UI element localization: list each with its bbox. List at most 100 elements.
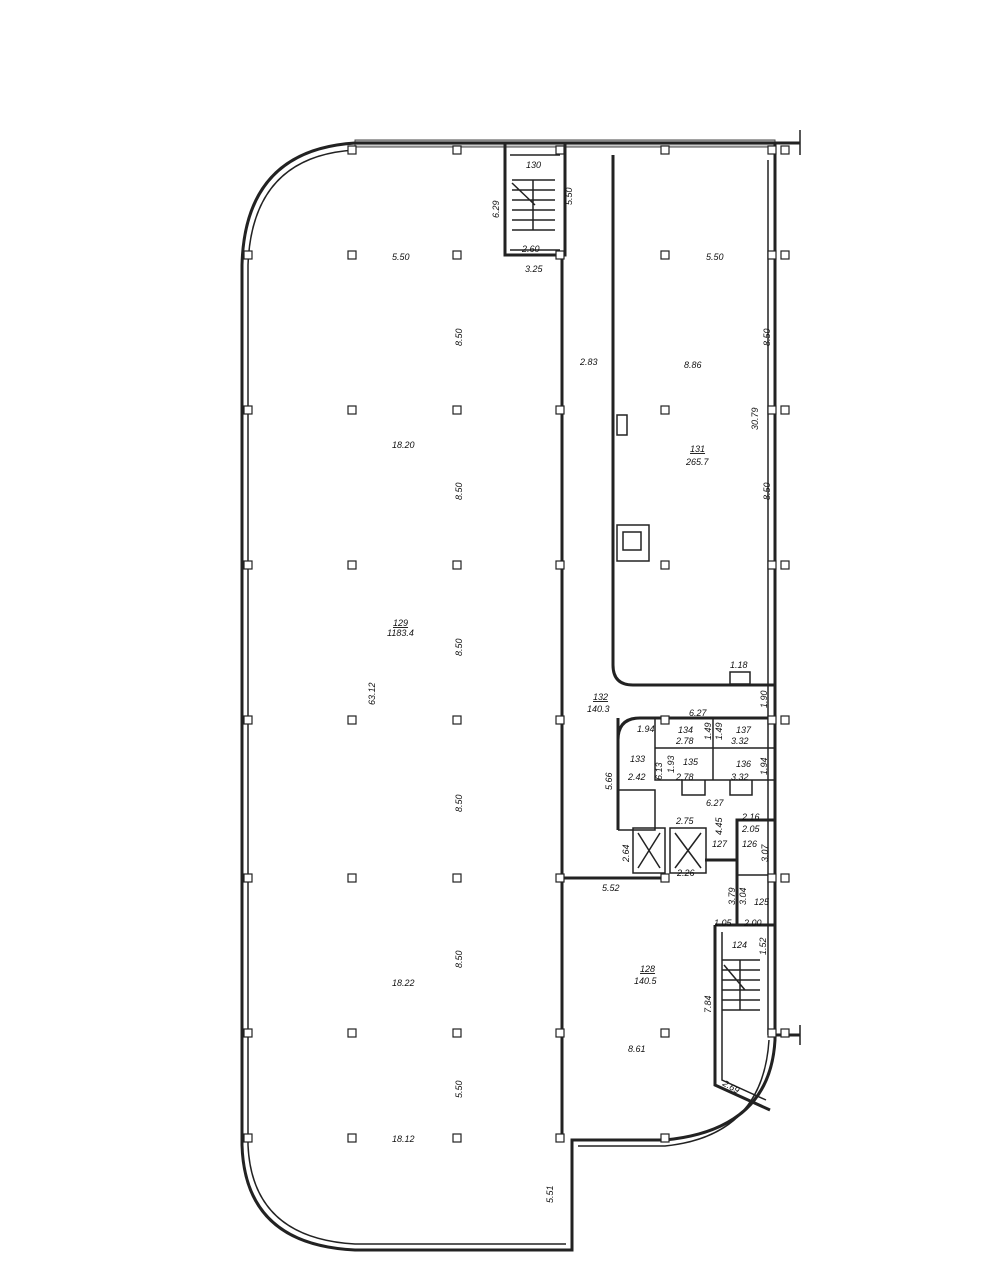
- dim: 6.27: [706, 798, 725, 808]
- dim: 2.83: [579, 357, 598, 367]
- column: [660, 715, 670, 725]
- dim: 5.50: [392, 252, 410, 262]
- dim: 18.12: [392, 1134, 415, 1144]
- dim: 5.66: [604, 772, 614, 790]
- column: [347, 1133, 357, 1143]
- column: [780, 145, 790, 155]
- room-125-number: 125: [754, 897, 770, 907]
- facade-column: [767, 560, 777, 570]
- room-137-number: 137: [736, 725, 752, 735]
- column: [660, 250, 670, 260]
- dim: 3.32: [731, 772, 749, 782]
- room-130-number: 130: [526, 160, 541, 170]
- facade-column: [767, 1028, 777, 1038]
- column: [660, 1028, 670, 1038]
- column: [660, 873, 670, 883]
- dim: 7.84: [703, 995, 713, 1013]
- dim: 3.25: [525, 264, 544, 274]
- dim: 6.27: [689, 708, 708, 718]
- dim: 8.50: [454, 482, 464, 500]
- dim: 5.51: [545, 1185, 555, 1203]
- facade-column: [243, 1028, 253, 1038]
- facade-column: [243, 1133, 253, 1143]
- column: [555, 405, 565, 415]
- room-124-number: 124: [732, 940, 747, 950]
- dim: 2.78: [675, 772, 694, 782]
- dim: 8.50: [454, 328, 464, 346]
- dim: 3.32: [731, 736, 749, 746]
- dim: 1.52: [758, 937, 768, 955]
- dim: 6.13: [654, 762, 664, 780]
- column: [555, 560, 565, 570]
- facade-column: [243, 560, 253, 570]
- dim: 1.90: [759, 690, 769, 708]
- dim: 4.45: [714, 816, 724, 835]
- dim: 6.29: [491, 200, 501, 218]
- dim: 63.12: [367, 682, 377, 705]
- dim: 2.60: [521, 244, 540, 254]
- column: [555, 1133, 565, 1143]
- column: [780, 405, 790, 415]
- dimension-labels: 6.29 5.50 2.60 3.25 5.50 5.50 8.50 8.50 …: [367, 187, 772, 1203]
- facade-column: [243, 405, 253, 415]
- dim: 5.52: [602, 883, 620, 893]
- stair-130: [511, 179, 555, 231]
- column: [347, 560, 357, 570]
- dim: 3.07: [760, 843, 770, 862]
- dim: 8.50: [762, 482, 772, 500]
- dim: 2.64: [621, 844, 631, 863]
- column: [660, 1133, 670, 1143]
- dim: 2.75: [675, 816, 695, 826]
- dim: 8.50: [762, 328, 772, 346]
- dim: 8.50: [454, 950, 464, 968]
- dim: 3.79: [727, 887, 737, 905]
- column: [452, 145, 462, 155]
- room-131-number: 131: [690, 444, 705, 454]
- column: [347, 1028, 357, 1038]
- dim: 1.94: [759, 757, 769, 775]
- facade-column: [767, 873, 777, 883]
- dim: 1.05: [714, 918, 733, 928]
- facade-column: [243, 873, 253, 883]
- column: [555, 250, 565, 260]
- facade-column: [243, 715, 253, 725]
- column: [780, 715, 790, 725]
- columns: [243, 145, 790, 1143]
- column: [660, 145, 670, 155]
- dim: 18.20: [392, 440, 415, 450]
- facade-column: [767, 250, 777, 260]
- dim: 3.04: [738, 887, 748, 905]
- dim: 18.22: [392, 978, 415, 988]
- room-136-number: 136: [736, 759, 751, 769]
- column: [555, 873, 565, 883]
- room-129-area: 1183.4: [387, 628, 414, 638]
- column: [452, 715, 462, 725]
- dim: 30.79: [750, 407, 760, 430]
- column: [347, 715, 357, 725]
- column: [555, 145, 565, 155]
- column: [347, 873, 357, 883]
- dim: 2.16: [741, 812, 760, 822]
- room-126-number: 126: [742, 839, 757, 849]
- dim: 2.00: [743, 918, 762, 928]
- dim: 1.93: [666, 755, 676, 773]
- column: [780, 250, 790, 260]
- dim: 8.50: [454, 638, 464, 656]
- room-134-number: 134: [678, 725, 693, 735]
- dim: 8.50: [454, 794, 464, 812]
- room-129-number: 129: [393, 618, 408, 628]
- dim: 5.50: [706, 252, 724, 262]
- room-128-number: 128: [640, 964, 655, 974]
- stair-124: [722, 959, 760, 1011]
- dim: 1.49: [703, 722, 713, 740]
- column: [347, 250, 357, 260]
- room-128-area: 140.5: [634, 976, 658, 986]
- facade-column: [767, 145, 777, 155]
- column: [452, 873, 462, 883]
- column: [452, 1028, 462, 1038]
- interior-walls: [503, 143, 775, 1140]
- column: [780, 873, 790, 883]
- column: [347, 405, 357, 415]
- room-133-number: 133: [630, 754, 645, 764]
